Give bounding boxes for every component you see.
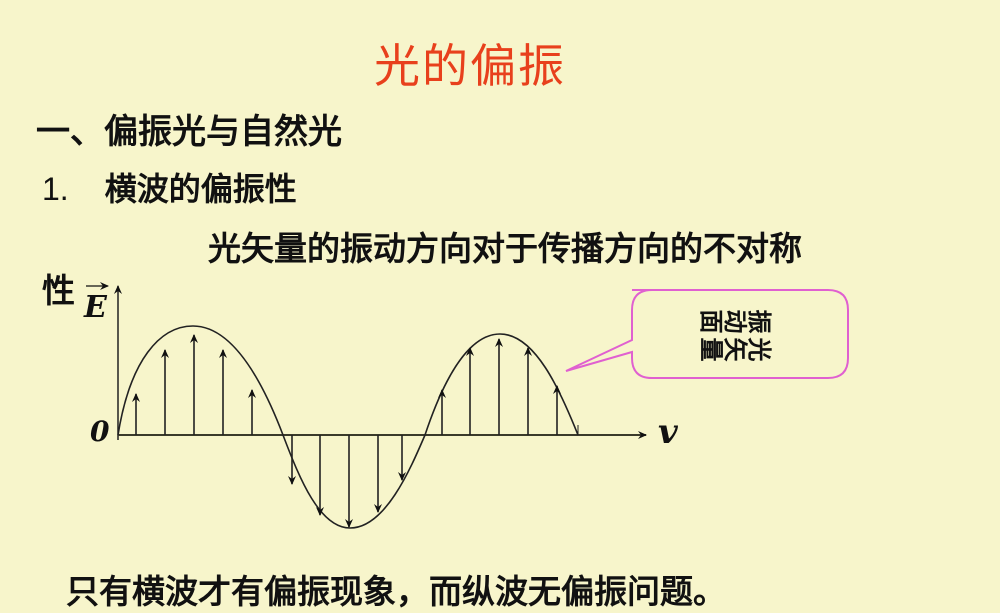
subsection-label: 横波的偏振性 bbox=[104, 170, 297, 208]
callout-balloon bbox=[565, 289, 849, 379]
statement-line-1: 光矢量的振动方向对于传播方向的不对称 bbox=[208, 229, 802, 268]
conclusion-text: 只有横波才有偏振现象，而纵波无偏振问题。 bbox=[66, 572, 726, 611]
statement-line-2: 性 bbox=[42, 271, 75, 310]
subsection-number: 1. bbox=[42, 171, 69, 207]
field-vectors-down bbox=[288, 435, 406, 528]
callout-line-1: 光矢量 bbox=[700, 333, 772, 361]
origin-label: 0 bbox=[90, 415, 110, 448]
wave-curve bbox=[117, 325, 579, 529]
field-vectors-up-2 bbox=[438, 338, 561, 435]
x-axis-label: v bbox=[658, 412, 678, 452]
callout-label: 光矢量 振动面 bbox=[612, 288, 848, 378]
transverse-wave-diagram bbox=[86, 282, 849, 529]
subsection-heading: 1. 横波的偏振性 bbox=[42, 164, 297, 210]
slide-title: 光的偏振 bbox=[374, 39, 566, 93]
field-vectors-up-1 bbox=[132, 334, 256, 435]
callout-line-2: 振动面 bbox=[700, 305, 772, 333]
y-axis-label: E bbox=[84, 290, 107, 325]
section-heading: 一、偏振光与自然光 bbox=[36, 112, 342, 152]
